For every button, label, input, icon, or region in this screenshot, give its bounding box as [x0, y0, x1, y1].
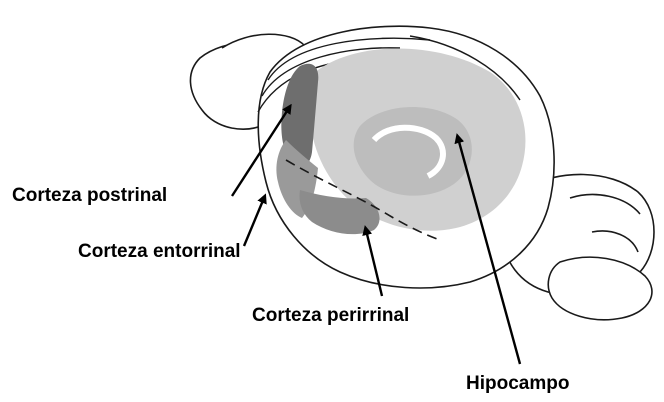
label-corteza-postrinal: Corteza postrinal: [12, 186, 167, 205]
label-corteza-perirrinal: Corteza perirrinal: [252, 306, 409, 325]
arrow-entorrinal: [244, 198, 264, 246]
label-hipocampo: Hipocampo: [466, 374, 569, 393]
label-corteza-entorrinal: Corteza entorrinal: [78, 242, 241, 261]
